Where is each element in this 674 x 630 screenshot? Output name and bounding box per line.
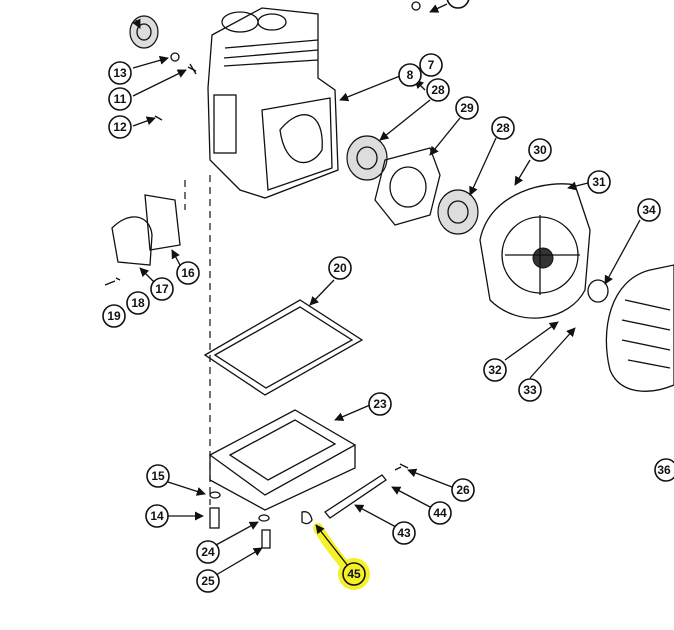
callout-28-right: 28	[491, 116, 515, 140]
svg-text:14: 14	[150, 509, 164, 523]
svg-text:32: 32	[488, 363, 502, 377]
callout-33: 33	[518, 378, 542, 402]
callout-13: 13	[108, 61, 132, 85]
callout-23: 23	[368, 392, 392, 416]
callout-25: 25	[196, 569, 220, 593]
callout-43: 43	[392, 521, 416, 545]
svg-text:25: 25	[201, 574, 215, 588]
leader-lines	[132, 18, 641, 576]
cover-plate-part	[104, 194, 181, 286]
callout-32: 32	[483, 358, 507, 382]
callout-20: 20	[328, 256, 352, 280]
callout-19: 19	[102, 304, 126, 328]
svg-text:31: 31	[592, 175, 606, 189]
callout-8: 8	[398, 63, 422, 87]
svg-text:28: 28	[496, 121, 510, 135]
callout-partial-top	[446, 0, 470, 9]
svg-text:15: 15	[151, 469, 165, 483]
callout-15: 15	[146, 464, 170, 488]
oil-pan-part	[208, 409, 357, 511]
svg-text:13: 13	[113, 66, 127, 80]
callout-16: 16	[176, 261, 200, 285]
callout-30: 30	[528, 138, 552, 162]
callout-28-left: 28	[426, 78, 450, 102]
callout-11: 11	[108, 87, 132, 111]
svg-text:7: 7	[428, 58, 435, 72]
svg-text:33: 33	[523, 383, 537, 397]
bearing-part-left	[346, 135, 388, 181]
svg-text:17: 17	[155, 282, 169, 296]
svg-text:11: 11	[114, 92, 127, 106]
svg-text:18: 18	[131, 296, 145, 310]
svg-text:8: 8	[407, 68, 414, 82]
gasket-part	[374, 147, 441, 226]
bearing-part-right	[437, 189, 479, 235]
flywheel-part	[605, 264, 674, 392]
callout-31: 31	[587, 170, 611, 194]
svg-text:19: 19	[107, 309, 121, 323]
svg-text:44: 44	[433, 506, 447, 520]
svg-text:23: 23	[373, 397, 387, 411]
svg-text:16: 16	[181, 266, 195, 280]
svg-text:24: 24	[201, 545, 215, 559]
callout-14: 14	[145, 504, 169, 528]
callout-18: 18	[126, 291, 150, 315]
callout-12: 12	[108, 115, 132, 139]
callout-34: 34	[637, 198, 661, 222]
svg-text:20: 20	[333, 261, 347, 275]
callout-24: 24	[196, 540, 220, 564]
svg-text:36: 36	[657, 463, 671, 477]
callout-17: 17	[150, 277, 174, 301]
callout-44: 44	[428, 501, 452, 525]
svg-text:29: 29	[460, 101, 474, 115]
callout-45: 45	[342, 562, 366, 586]
svg-text:43: 43	[397, 526, 411, 540]
bearing-plate-part	[479, 183, 591, 319]
callout-7: 7	[419, 53, 443, 77]
callout-36: 36	[654, 458, 674, 482]
svg-text:12: 12	[113, 120, 127, 134]
svg-text:28: 28	[431, 83, 445, 97]
drain-hardware-part	[209, 463, 409, 549]
cylinder-crankcase-part	[207, 7, 339, 199]
svg-text:30: 30	[533, 143, 547, 157]
svg-text:26: 26	[456, 483, 470, 497]
washer-34	[587, 279, 609, 303]
oil-seal-part-top	[129, 15, 159, 49]
svg-text:45: 45	[347, 567, 361, 581]
callout-29: 29	[455, 96, 479, 120]
svg-text:34: 34	[642, 203, 656, 217]
oil-pan-gasket-part	[203, 299, 364, 396]
small-hardware-top	[154, 1, 421, 121]
callout-26: 26	[451, 478, 475, 502]
